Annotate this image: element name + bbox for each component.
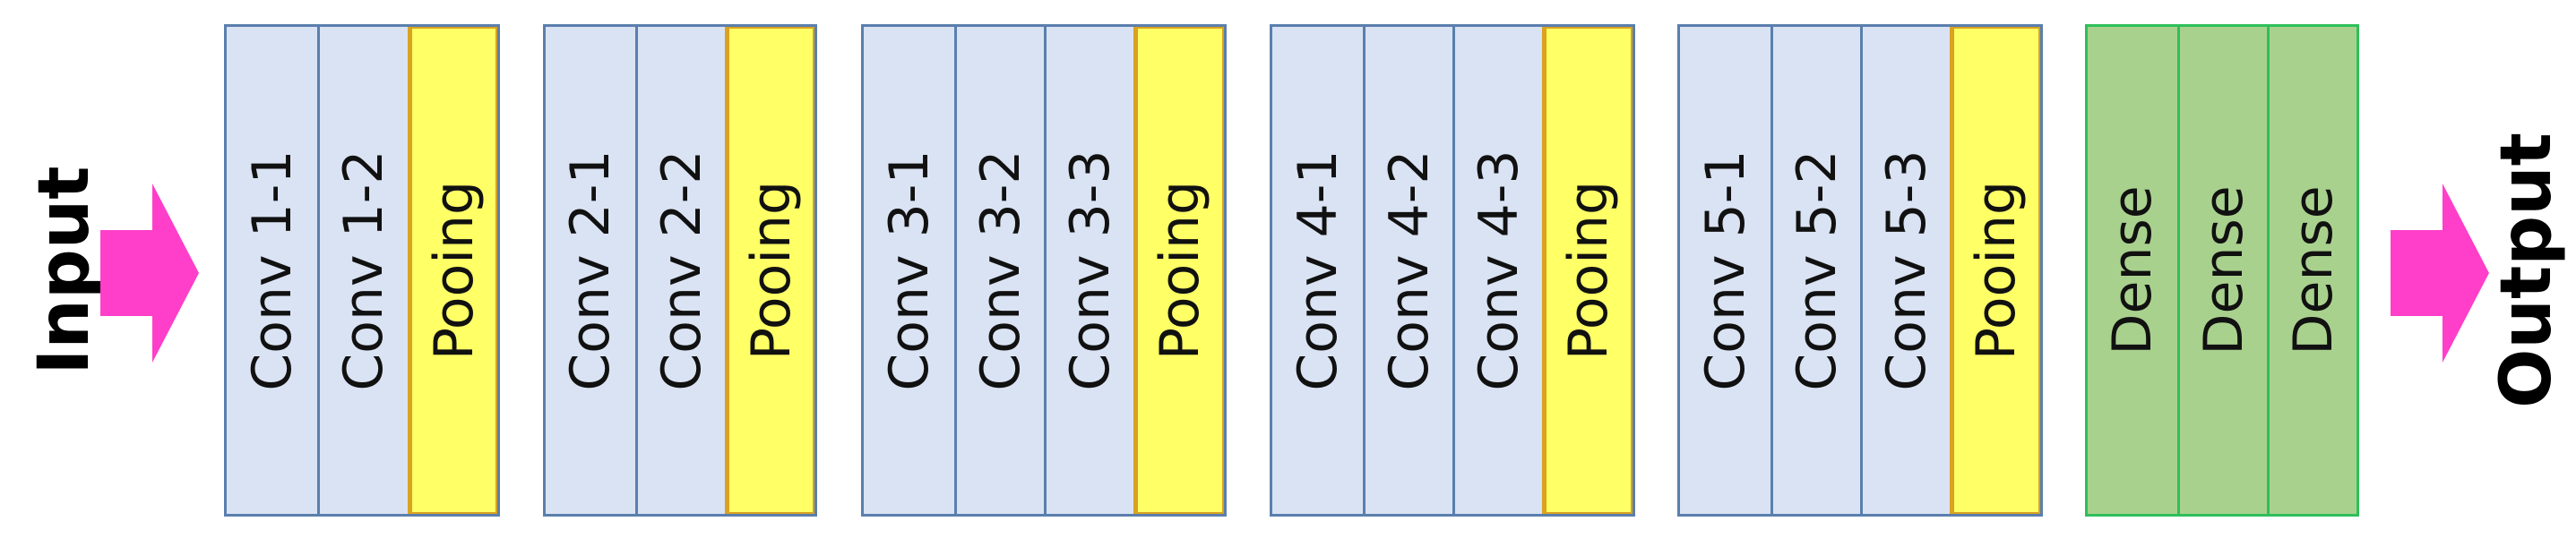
- layer-label: Conv 4-2: [1377, 150, 1441, 391]
- layer-cell: Dense: [2177, 27, 2267, 514]
- layer-label: Conv 5-1: [1693, 150, 1757, 391]
- block-1: Conv 1-1 Conv 1-2 Pooing: [224, 24, 500, 517]
- layer-cell: Pooing: [1950, 27, 2040, 514]
- input-arrow-icon: [100, 184, 199, 363]
- layer-label: Conv 4-3: [1467, 150, 1530, 391]
- block-5: Conv 5-1 Conv 5-2 Conv 5-3 Pooing: [1677, 24, 2043, 517]
- layer-label: Pooing: [1149, 180, 1211, 361]
- layer-label: Conv 4-1: [1286, 150, 1349, 391]
- layer-cell: Conv 5-1: [1680, 27, 1770, 514]
- layer-label: Conv 2-1: [559, 150, 622, 391]
- layer-cell: Conv 4-2: [1363, 27, 1452, 514]
- layer-label: Dense: [2192, 185, 2255, 355]
- layer-label: Conv 3-3: [1058, 150, 1122, 391]
- layer-cell: Conv 4-3: [1452, 27, 1542, 514]
- layer-label: Pooing: [1965, 180, 2028, 361]
- layer-cell: Pooing: [725, 27, 814, 514]
- layer-label: Conv 1-2: [332, 150, 395, 391]
- block-2: Conv 2-1 Conv 2-2 Pooing: [543, 24, 817, 517]
- layer-label: Dense: [2281, 185, 2345, 355]
- layer-cell: Conv 2-2: [635, 27, 725, 514]
- layer-label: Conv 5-3: [1874, 150, 1938, 391]
- layer-cell: Conv 3-2: [954, 27, 1044, 514]
- layer-label: Conv 1-1: [240, 150, 304, 391]
- input-label: Input: [24, 166, 105, 375]
- layer-cell: Conv 1-2: [317, 27, 408, 514]
- output-label: Output: [2486, 132, 2567, 408]
- dense-block: Dense Dense Dense: [2085, 24, 2359, 517]
- layer-label: Pooing: [422, 180, 486, 361]
- layer-label: Pooing: [1557, 180, 1620, 361]
- layer-label: Conv 5-2: [1785, 150, 1848, 391]
- layer-cell: Conv 3-1: [864, 27, 954, 514]
- layer-cell: Dense: [2267, 27, 2356, 514]
- layer-label: Pooing: [739, 180, 803, 361]
- layer-label: Conv 3-1: [877, 150, 941, 391]
- layer-cell: Conv 4-1: [1272, 27, 1363, 514]
- layer-cell: Dense: [2088, 27, 2177, 514]
- layer-cell: Conv 5-3: [1860, 27, 1950, 514]
- layer-label: Conv 3-2: [969, 150, 1032, 391]
- layer-cell: Pooing: [408, 27, 497, 514]
- layer-cell: Conv 2-1: [546, 27, 635, 514]
- block-3: Conv 3-1 Conv 3-2 Conv 3-3 Pooing: [861, 24, 1227, 517]
- block-4: Conv 4-1 Conv 4-2 Conv 4-3 Pooing: [1270, 24, 1635, 517]
- layer-cell: Pooing: [1133, 27, 1224, 514]
- layer-label: Conv 2-2: [650, 150, 713, 391]
- layer-cell: Conv 5-2: [1770, 27, 1860, 514]
- layer-label: Dense: [2101, 185, 2164, 355]
- layer-cell: Conv 1-1: [227, 27, 317, 514]
- layer-cell: Pooing: [1542, 27, 1633, 514]
- output-arrow-icon: [2391, 184, 2489, 363]
- layer-cell: Conv 3-3: [1044, 27, 1133, 514]
